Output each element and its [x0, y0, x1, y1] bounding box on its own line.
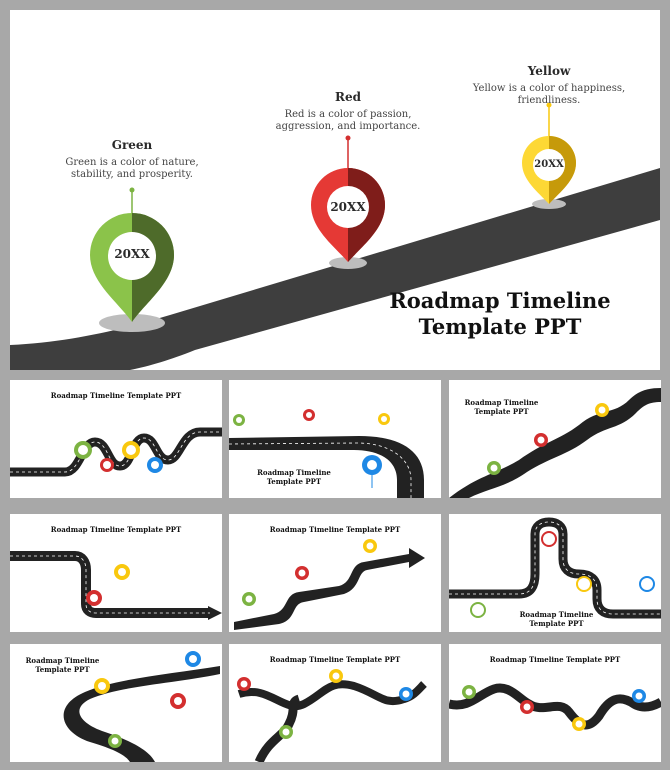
slide-title-line2: Template PPT — [418, 314, 582, 339]
thumbnail-1-road — [10, 427, 222, 477]
thumbnail-6-title: Roadmap Timeline Template PPT — [519, 610, 594, 628]
green-year: 20XX — [114, 247, 150, 261]
red-marker-shadow — [329, 257, 367, 269]
thumbnail-1-title: Roadmap Timeline Template PPT — [50, 391, 182, 400]
thumbnail-5[interactable]: Roadmap Timeline Template PPT — [229, 514, 441, 632]
thumbnail-2[interactable]: Roadmap Timeline Template PPT — [229, 380, 441, 498]
thumbnail-9-title: Roadmap Timeline Template PPT — [489, 655, 621, 664]
thumbnail-8[interactable]: Roadmap Timeline Template PPT — [229, 644, 441, 762]
thumbnail-4-title: Roadmap Timeline Template PPT — [50, 525, 182, 534]
thumbnail-1[interactable]: Roadmap Timeline Template PPT — [10, 380, 222, 498]
thumbnail-3-title: Roadmap Timeline Template PPT — [464, 398, 539, 416]
main-slide[interactable]: 20XX 20XX 20XX Green Green is a color of… — [10, 10, 660, 370]
thumbnail-7[interactable]: Roadmap Timeline Template PPT — [10, 644, 222, 762]
thumbnail-5-title: Roadmap Timeline Template PPT — [269, 525, 401, 534]
yellow-year: 20XX — [534, 159, 564, 170]
green-heading: Green — [111, 138, 153, 152]
thumbnail-2-title: Roadmap Timeline Template PPT — [257, 468, 331, 486]
slide-title: Roadmap Timeline Template PPT — [370, 288, 630, 340]
thumbnail-4-road — [10, 551, 222, 620]
green-text-block: Green Green is a color of nature, stabil… — [62, 138, 202, 181]
yellow-desc-2: friendliness. — [517, 95, 581, 106]
road-graphic — [10, 102, 660, 370]
red-text-block: Red Red is a color of passion, aggressio… — [273, 90, 423, 133]
thumbnail-6-road — [449, 517, 661, 619]
red-year: 20XX — [330, 200, 366, 214]
thumbnail-3-road — [449, 388, 661, 498]
red-desc-1: Red is a color of passion, — [284, 109, 412, 120]
thumbnail-7-road — [63, 651, 220, 762]
thumbnail-5-road — [234, 539, 425, 630]
yellow-text-block: Yellow Yellow is a color of happiness, f… — [469, 64, 629, 107]
green-desc-2: stability, and prosperity. — [71, 169, 193, 180]
thumbnail-8-road — [237, 669, 427, 762]
red-heading: Red — [335, 90, 361, 104]
green-desc-1: Green is a color of nature, — [65, 157, 199, 168]
thumbnail-9-road — [449, 683, 661, 731]
slide-title-line1: Roadmap Timeline — [389, 288, 611, 313]
yellow-desc-1: Yellow is a color of happiness, — [472, 83, 626, 94]
green-marker-shadow — [99, 314, 165, 332]
thumbnail-7-title: Roadmap Timeline Template PPT — [25, 656, 100, 674]
thumbnail-4[interactable]: Roadmap Timeline Template PPT — [10, 514, 222, 632]
thumbnail-3[interactable]: Roadmap Timeline Template PPT — [449, 380, 661, 498]
red-desc-2: aggression, and importance. — [275, 121, 421, 132]
yellow-heading: Yellow — [527, 64, 571, 78]
thumbnail-6[interactable]: Roadmap Timeline Template PPT — [449, 514, 661, 632]
thumbnail-8-title: Roadmap Timeline Template PPT — [269, 655, 401, 664]
thumbnail-2-road — [229, 409, 424, 498]
thumbnail-9[interactable]: Roadmap Timeline Template PPT — [449, 644, 661, 762]
road-shape — [10, 168, 660, 370]
